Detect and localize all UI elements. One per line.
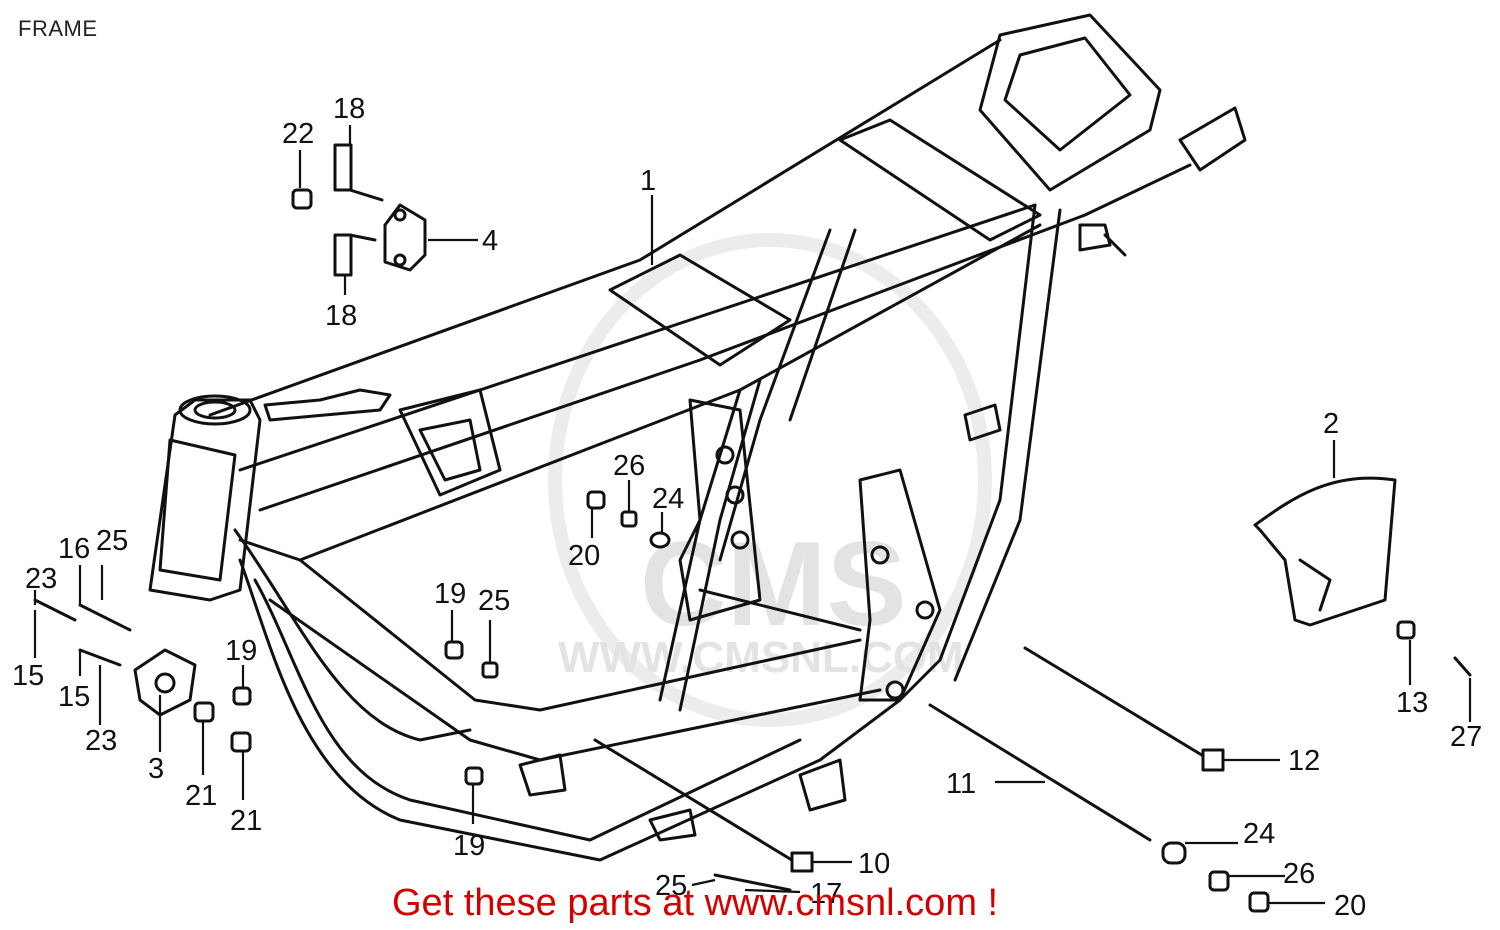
page-title: FRAME (18, 16, 98, 41)
callout-16: 16 (58, 533, 90, 565)
callout-15-left: 15 (12, 660, 44, 692)
callout-23-bottom: 23 (85, 725, 117, 757)
cmsnl-watermark: CMS WWW.CMSNL.COM (548, 233, 992, 727)
callout-24-right: 24 (1243, 818, 1275, 850)
rod-part-11 (928, 703, 1152, 842)
callout-19-left: 19 (225, 635, 257, 667)
callout-10: 10 (858, 848, 890, 880)
callout-3: 3 (148, 753, 164, 785)
callout-1: 1 (640, 165, 656, 197)
callout-4: 4 (482, 225, 498, 257)
callout-20-right: 20 (1334, 890, 1366, 922)
callout-labels: 1 2 3 4 10 11 12 13 15 15 16 17 18 18 19… (12, 93, 1482, 922)
bracket-part-4 (383, 203, 427, 272)
callout-17: 17 (810, 878, 842, 910)
callout-20-center: 20 (568, 540, 600, 572)
callout-21-lower: 21 (230, 805, 262, 837)
callout-2: 2 (1323, 408, 1339, 440)
callout-18-bottom: 18 (325, 300, 357, 332)
callout-15-lower: 15 (58, 681, 90, 713)
watermark-url: WWW.CMSNL.COM (558, 633, 964, 682)
callout-19-bottom: 19 (453, 830, 485, 862)
callout-23-top: 23 (25, 563, 57, 595)
callout-22: 22 (282, 118, 314, 150)
buy-parts-footer-link[interactable]: Get these parts at www.cmsnl.com ! (392, 882, 999, 924)
callout-13: 13 (1396, 687, 1428, 719)
callout-25-bottom: 25 (655, 870, 687, 902)
callout-27: 27 (1450, 721, 1482, 753)
plate-part-3 (133, 648, 197, 717)
side-cover-part-2 (1253, 476, 1397, 627)
callout-19-center: 19 (434, 578, 466, 610)
main-frame-part-1 (148, 13, 1247, 862)
callout-18-top: 18 (333, 93, 365, 125)
callout-11: 11 (946, 768, 976, 800)
callout-26-center: 26 (613, 450, 645, 482)
callout-25-left: 25 (96, 525, 128, 557)
callout-24-center: 24 (652, 483, 684, 515)
rod-part-10 (593, 738, 814, 873)
callout-26-right: 26 (1283, 858, 1315, 890)
rod-part-12 (1023, 646, 1225, 772)
leader-lines (33, 125, 1472, 905)
callout-25-center: 25 (478, 585, 510, 617)
callout-21-upper: 21 (185, 780, 217, 812)
callout-12: 12 (1288, 745, 1320, 777)
